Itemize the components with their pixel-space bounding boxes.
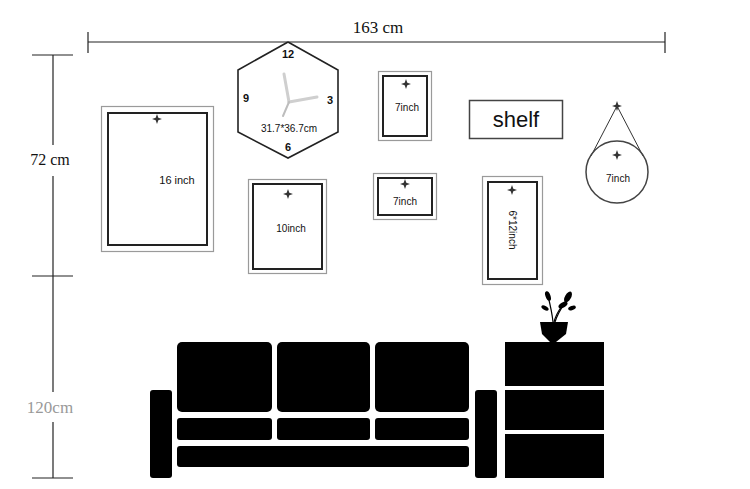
photo-frame: 16 inch xyxy=(101,106,214,252)
width-dimension: 163 cm xyxy=(351,18,406,37)
dimension-tick xyxy=(32,477,73,478)
frame-inner xyxy=(108,113,207,245)
nightstand xyxy=(505,342,604,478)
drawer xyxy=(505,342,604,386)
leaf xyxy=(557,300,568,309)
leaf xyxy=(544,290,552,301)
sofa-back-cushion xyxy=(177,342,272,412)
floor-height-dimension: 120cm xyxy=(25,398,75,417)
nail-pin xyxy=(400,179,410,189)
frame-inner xyxy=(378,178,432,215)
photo-frame: 6*12inch xyxy=(482,176,543,285)
clock-number: 12 xyxy=(282,49,294,60)
plant-leaves xyxy=(541,290,577,311)
sofa-seat-cushion xyxy=(375,418,469,440)
nail-pin xyxy=(507,185,517,195)
dimension-tick xyxy=(32,54,73,55)
plant-pot xyxy=(540,322,568,342)
size-label: 10inch xyxy=(276,224,305,234)
dimension-tick xyxy=(32,275,73,276)
dimension-tick xyxy=(664,32,665,53)
drawer xyxy=(505,390,604,430)
sofa-base xyxy=(177,446,469,467)
sofa-back-cushion xyxy=(277,342,370,412)
round-frame: 7inch xyxy=(584,139,650,205)
hexagon-clock: 12 3 6 9 31.7*36.7cm xyxy=(237,40,339,160)
sofa-back-cushion xyxy=(375,342,469,412)
photo-frame: 7inch xyxy=(373,173,437,220)
height-dimension-line xyxy=(52,422,53,478)
clock-hand xyxy=(284,74,289,102)
size-label: 7inch xyxy=(395,103,419,113)
nail-pin xyxy=(612,150,622,160)
nail-pin xyxy=(612,101,622,111)
hexagon-outline xyxy=(238,42,338,158)
circle-outline xyxy=(586,141,648,203)
size-label: 7inch xyxy=(606,174,630,184)
height-dimension-line xyxy=(52,176,53,392)
sofa-seat-cushion xyxy=(277,418,370,440)
photo-frame: 10inch xyxy=(248,179,327,274)
shelf-box: shelf xyxy=(469,100,563,139)
frame-inner xyxy=(253,184,322,269)
nail-pin xyxy=(152,114,162,124)
sofa-seat-cushion xyxy=(177,418,272,440)
leaf xyxy=(541,304,550,311)
string-line xyxy=(617,106,643,156)
size-label: 7inch xyxy=(393,197,417,207)
drawer xyxy=(505,434,604,478)
nail-pin xyxy=(401,79,411,89)
stem xyxy=(554,306,562,322)
clock-number: 9 xyxy=(243,93,249,104)
photo-frame: 7inch xyxy=(378,71,432,141)
leaf xyxy=(568,305,577,311)
width-dimension-line xyxy=(88,41,665,42)
clock-hand xyxy=(289,97,317,102)
height-dimension-line xyxy=(52,55,53,145)
node-outline xyxy=(584,139,650,205)
frame-inner xyxy=(488,182,537,279)
clock-number: 6 xyxy=(285,142,291,153)
clock-hand xyxy=(283,102,289,116)
dimension-lines xyxy=(32,32,665,478)
nail-pin xyxy=(283,189,293,199)
string-line xyxy=(591,106,617,156)
node-outline xyxy=(101,106,214,252)
nail-pins xyxy=(152,79,622,199)
frame-outer xyxy=(374,174,437,220)
frame-outer xyxy=(102,107,214,252)
frame-outer xyxy=(379,72,432,141)
leaf xyxy=(562,290,573,303)
size-label: 6*12inch xyxy=(507,211,517,250)
clock-number: 3 xyxy=(327,95,333,106)
frame-outer xyxy=(483,177,543,285)
hanging-string xyxy=(591,106,643,156)
sofa-arm xyxy=(475,390,497,478)
shelf-outline xyxy=(470,101,563,139)
size-label: 31.7*36.7cm xyxy=(261,124,317,134)
plant xyxy=(540,290,576,342)
frame-outer xyxy=(249,180,327,274)
dimension-tick xyxy=(87,32,88,53)
size-label: 16 inch xyxy=(159,175,194,186)
height-dimension: 72 cm xyxy=(28,151,72,169)
sofa xyxy=(150,342,497,478)
size-label: shelf xyxy=(493,109,539,131)
sofa-arm xyxy=(150,390,172,478)
frame-inner xyxy=(383,76,427,136)
